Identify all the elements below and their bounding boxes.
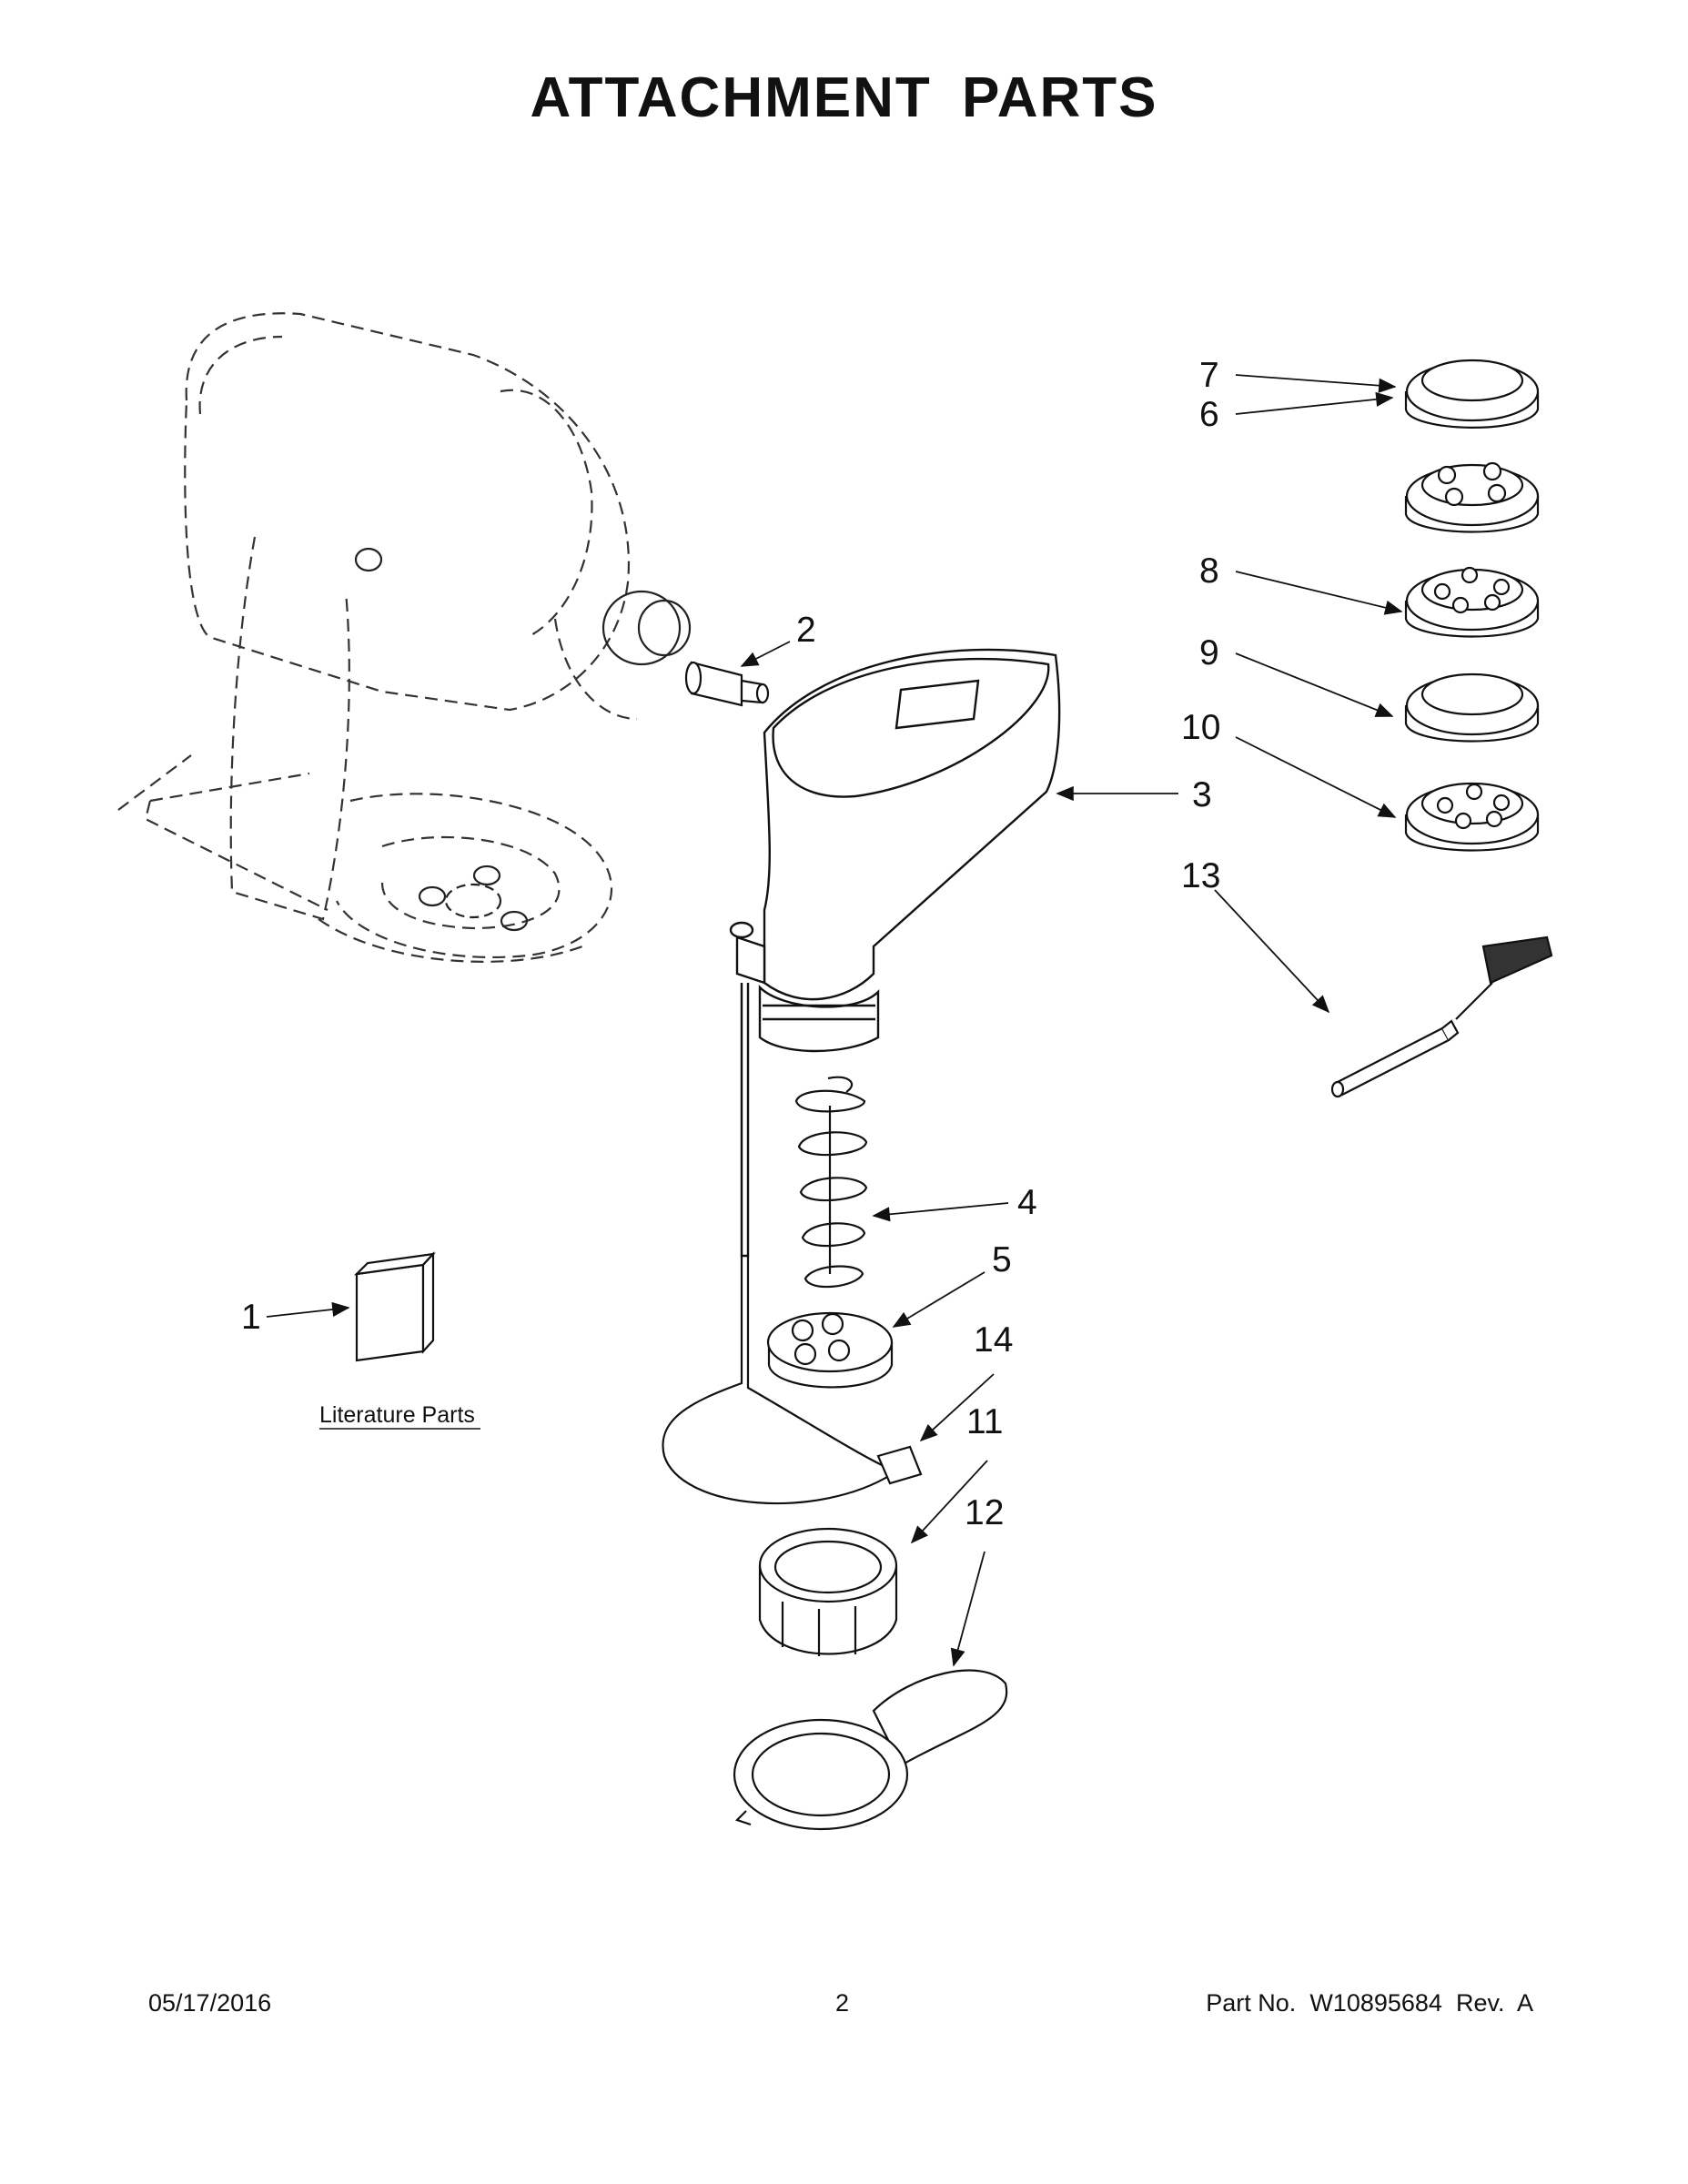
part-4-auger [794, 1076, 868, 1289]
callout-1: 1 [241, 1298, 261, 1337]
callout-leaders [266, 374, 1403, 1667]
part-13-cleaning-brush [1330, 935, 1553, 1098]
part-number: W10895684 [1309, 1989, 1442, 2017]
callout-14: 14 [974, 1320, 1013, 1360]
callout-10: 10 [1181, 708, 1220, 747]
callout-9: 9 [1199, 633, 1219, 672]
part-9-die [1404, 672, 1540, 743]
part-12-wrench [733, 1669, 1008, 1831]
literature-parts-label: Literature Parts [319, 1402, 475, 1428]
mixer-detail-parts [354, 547, 692, 932]
part-3-hopper [729, 648, 1061, 1258]
part-14-cleaning-wire [662, 1256, 923, 1505]
callout-11: 11 [966, 1402, 1004, 1441]
page-title: ATTACHMENT PARTS [530, 66, 1158, 129]
revision: Rev. A [1455, 1989, 1533, 2017]
part-2-drive-adapter [684, 661, 770, 707]
callout-6: 6 [1199, 395, 1219, 434]
part-7-die [1404, 461, 1540, 533]
callout-12: 12 [965, 1493, 1004, 1532]
part-1-literature [353, 1251, 436, 1362]
callout-5: 5 [992, 1240, 1012, 1279]
callout-4: 4 [1017, 1183, 1037, 1222]
callout-2: 2 [796, 611, 816, 650]
callout-8: 8 [1199, 551, 1219, 591]
callout-3: 3 [1192, 775, 1212, 814]
part-10-die [1404, 782, 1540, 852]
part-5-die [766, 1311, 894, 1389]
mixer-phantom-outline [117, 312, 638, 963]
part-8-die [1404, 566, 1540, 638]
footer-part-info: Part No. W10895684 Rev. A [1206, 1989, 1533, 2017]
callout-13: 13 [1181, 856, 1220, 895]
part-label: Part No. [1206, 1989, 1297, 2017]
part-6-die [1404, 359, 1540, 429]
callout-7: 7 [1199, 356, 1219, 395]
callout-labels: 1 2 3 4 5 6 7 8 9 10 11 12 13 14 Literat… [241, 356, 1220, 1532]
footer-page-number: 2 [835, 1989, 850, 2017]
part-11-ring-nut [758, 1527, 898, 1656]
footer-date: 05/17/2016 [148, 1989, 272, 2017]
